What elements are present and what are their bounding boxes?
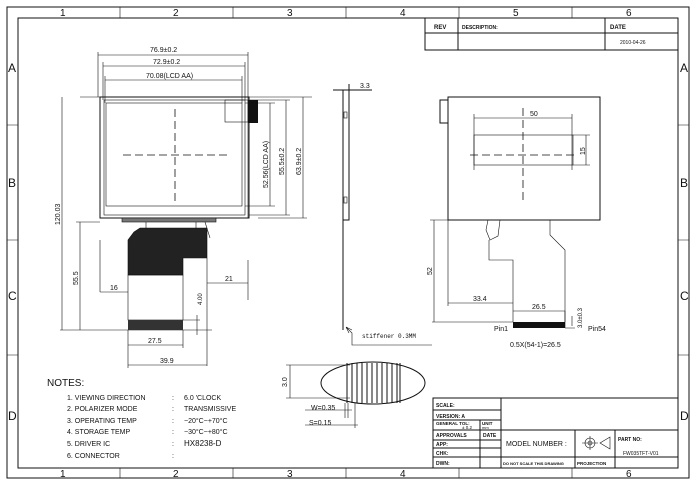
unit-value: mm xyxy=(482,425,489,430)
note-label: 6. CONNECTOR xyxy=(67,453,120,460)
note-colon: : xyxy=(172,453,174,460)
note-label: 5. DRIVER IC xyxy=(67,441,110,448)
dim-outer-width: 76.9±0.2 xyxy=(150,47,177,54)
front-view: 76.9±0.2 72.9±0.2 70.08(LCD AA) 52.56(LC… xyxy=(55,47,312,368)
dim-pin-offset: 33.4 xyxy=(473,296,487,303)
column-label: 4 xyxy=(400,469,406,480)
row-label: B xyxy=(680,176,688,190)
row-label: B xyxy=(8,176,16,190)
part-number: FW035TFT-V01 xyxy=(623,451,659,457)
dim-finger-length: 3.0±0.3 xyxy=(578,307,584,328)
column-label: 2 xyxy=(173,469,179,480)
note-label: 4. STORAGE TEMP xyxy=(67,429,130,436)
row-label: A xyxy=(680,61,688,75)
dim-outer-height: 63.9±0.2 xyxy=(296,148,303,175)
note-colon: : xyxy=(172,395,174,402)
dim-fpc-width: 39.9 xyxy=(160,358,174,365)
scale-label: SCALE: xyxy=(436,403,455,409)
note-value: −20°C~+70°C xyxy=(184,417,228,425)
pin1-label: Pin1 xyxy=(494,326,508,333)
stiffener-note: stiffener 0.3MM xyxy=(362,333,416,340)
dim-aa-height: 52.56(LCD AA) xyxy=(263,141,270,188)
dwn-label: DWN: xyxy=(436,461,450,467)
note-label: 2. POLARIZER MODE xyxy=(67,406,138,413)
dim-aa-width: 70.08(LCD AA) xyxy=(146,73,193,80)
dim-fpc-length: 52 xyxy=(427,267,434,275)
pad-detail: 3.0 W=0.35 S=0.15 xyxy=(282,361,426,428)
app-label: APP: xyxy=(436,442,448,448)
side-view: 3.3 stiffener 0.3MM xyxy=(333,83,432,346)
projection-symbol-icon xyxy=(582,436,611,450)
notes-title: NOTES: xyxy=(47,378,84,389)
part-no-label: PART NO: xyxy=(618,437,642,443)
pitch-formula: 0.5X(54-1)=26.5 xyxy=(510,342,561,349)
note-value: −30°C~+80°C xyxy=(184,428,228,436)
column-label: 5 xyxy=(513,8,519,19)
note-label: 1. VIEWING DIRECTION xyxy=(67,395,146,402)
note-colon: : xyxy=(172,418,174,425)
notes: NOTES: 1. VIEWING DIRECTION : 6.0 'CLOCK… xyxy=(47,378,236,460)
dim-fpc-tail-width: 27.5 xyxy=(148,338,162,345)
description-header: DESCRIPTION: xyxy=(462,25,498,31)
date-header: DATE xyxy=(610,25,626,31)
column-label: 6 xyxy=(626,469,632,480)
general-tol-label: GENERAL TOL: xyxy=(436,421,470,426)
dim-label-width: 50 xyxy=(530,111,538,118)
dim-label-height: 15 xyxy=(580,147,587,155)
date-label: DATE xyxy=(483,433,497,439)
model-number-label: MODEL NUMBER : xyxy=(506,441,567,448)
note-colon: : xyxy=(172,441,174,448)
revision-table: REV DESCRIPTION: DATE 2010-04-26 xyxy=(424,17,679,51)
note-value: 6.0 'CLOCK xyxy=(184,395,221,402)
rev-header: REV xyxy=(434,25,446,31)
row-label: D xyxy=(8,409,17,423)
dim-thickness: 3.3 xyxy=(360,83,370,90)
dim-pad-height: 3.0 xyxy=(282,377,289,387)
column-label: 1 xyxy=(60,469,66,480)
approvals-label: APPROVALS xyxy=(436,433,467,439)
dim-glass-width: 72.9±0.2 xyxy=(153,59,180,66)
back-view: 50 15 52 33.4 26.5 3.0±0.3 Pin1 Pin54 0.… xyxy=(427,96,606,349)
column-label: 1 xyxy=(60,8,66,19)
unit-label: UNIT xyxy=(482,421,493,426)
note-value: HX8238-D xyxy=(184,439,222,448)
dim-fpc-offset-left: 16 xyxy=(110,285,118,292)
note-colon: : xyxy=(172,406,174,413)
pad-width: W=0.35 xyxy=(311,405,335,412)
column-label: 3 xyxy=(287,8,293,19)
projection-label: PROJECTION xyxy=(577,461,606,466)
row-label: A xyxy=(8,61,16,75)
do-not-scale-note: DO NOT SCALE THIS DRAWING xyxy=(503,461,564,466)
column-label: 6 xyxy=(626,8,632,19)
dim-glass-height: 55.5±0.2 xyxy=(279,148,286,175)
dim-total-height: 120.03 xyxy=(55,203,62,225)
note-colon: : xyxy=(172,429,174,436)
version-label: VERSION: A xyxy=(436,414,465,420)
dim-fpc-offset-right: 21 xyxy=(225,276,233,283)
dim-pin-span: 26.5 xyxy=(532,304,546,311)
revision-date: 2010-04-26 xyxy=(620,40,646,46)
tol-value: ± 0.2 xyxy=(462,425,472,430)
drawing-frame: 1 2 3 4 5 6 1 2 3 4 6 A B C D A B C D xyxy=(6,6,690,480)
row-label: D xyxy=(680,409,689,423)
column-label: 4 xyxy=(400,8,406,19)
row-label: C xyxy=(8,289,17,303)
note-label: 3. OPERATING TEMP xyxy=(67,418,137,425)
dim-stiffener: 4.00 xyxy=(198,293,204,305)
title-block: SCALE: VERSION: A GENERAL TOL: ± 0.2 UNI… xyxy=(432,397,679,469)
column-label: 3 xyxy=(287,469,293,480)
row-label: C xyxy=(680,289,689,303)
note-value: TRANSMISSIVE xyxy=(184,406,236,413)
pad-spacing: S=0.15 xyxy=(309,420,331,427)
column-label: 2 xyxy=(173,8,179,19)
chk-label: CHK: xyxy=(436,451,449,457)
dim-fpc-length: 55.5 xyxy=(73,271,80,285)
pin54-label: Pin54 xyxy=(588,326,606,333)
